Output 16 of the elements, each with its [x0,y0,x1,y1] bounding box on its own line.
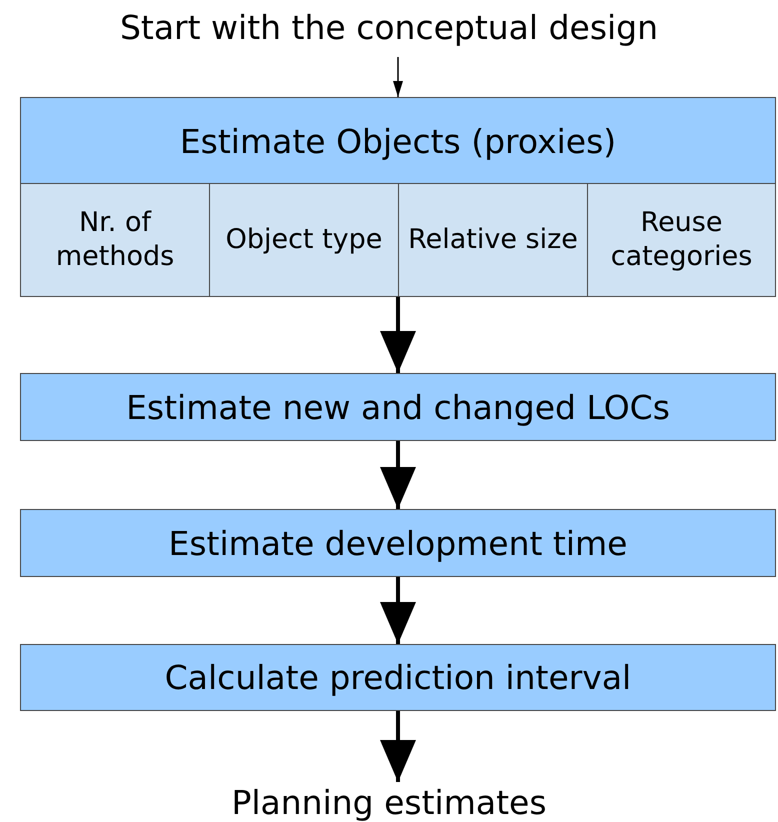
arrow [380,577,416,644]
process-box: Estimate new and changed LOCs [20,373,776,441]
table-cell: Relative size [398,183,588,297]
process-box: Estimate development time [20,509,776,577]
arrow [380,297,416,373]
table-cell: Reuse categories [587,183,776,297]
process-box: Calculate prediction interval [20,644,776,711]
table-cell: Object type [209,183,399,297]
process-table [20,97,776,297]
arrow [380,441,416,509]
flow-label: Planning estimates [0,782,778,822]
arrow [393,57,403,97]
table-heading: Estimate Objects (proxies) [180,122,616,160]
table-cell: Nr. of methods [20,183,210,297]
arrow [380,711,416,782]
flow-label: Start with the conceptual design [0,2,778,52]
